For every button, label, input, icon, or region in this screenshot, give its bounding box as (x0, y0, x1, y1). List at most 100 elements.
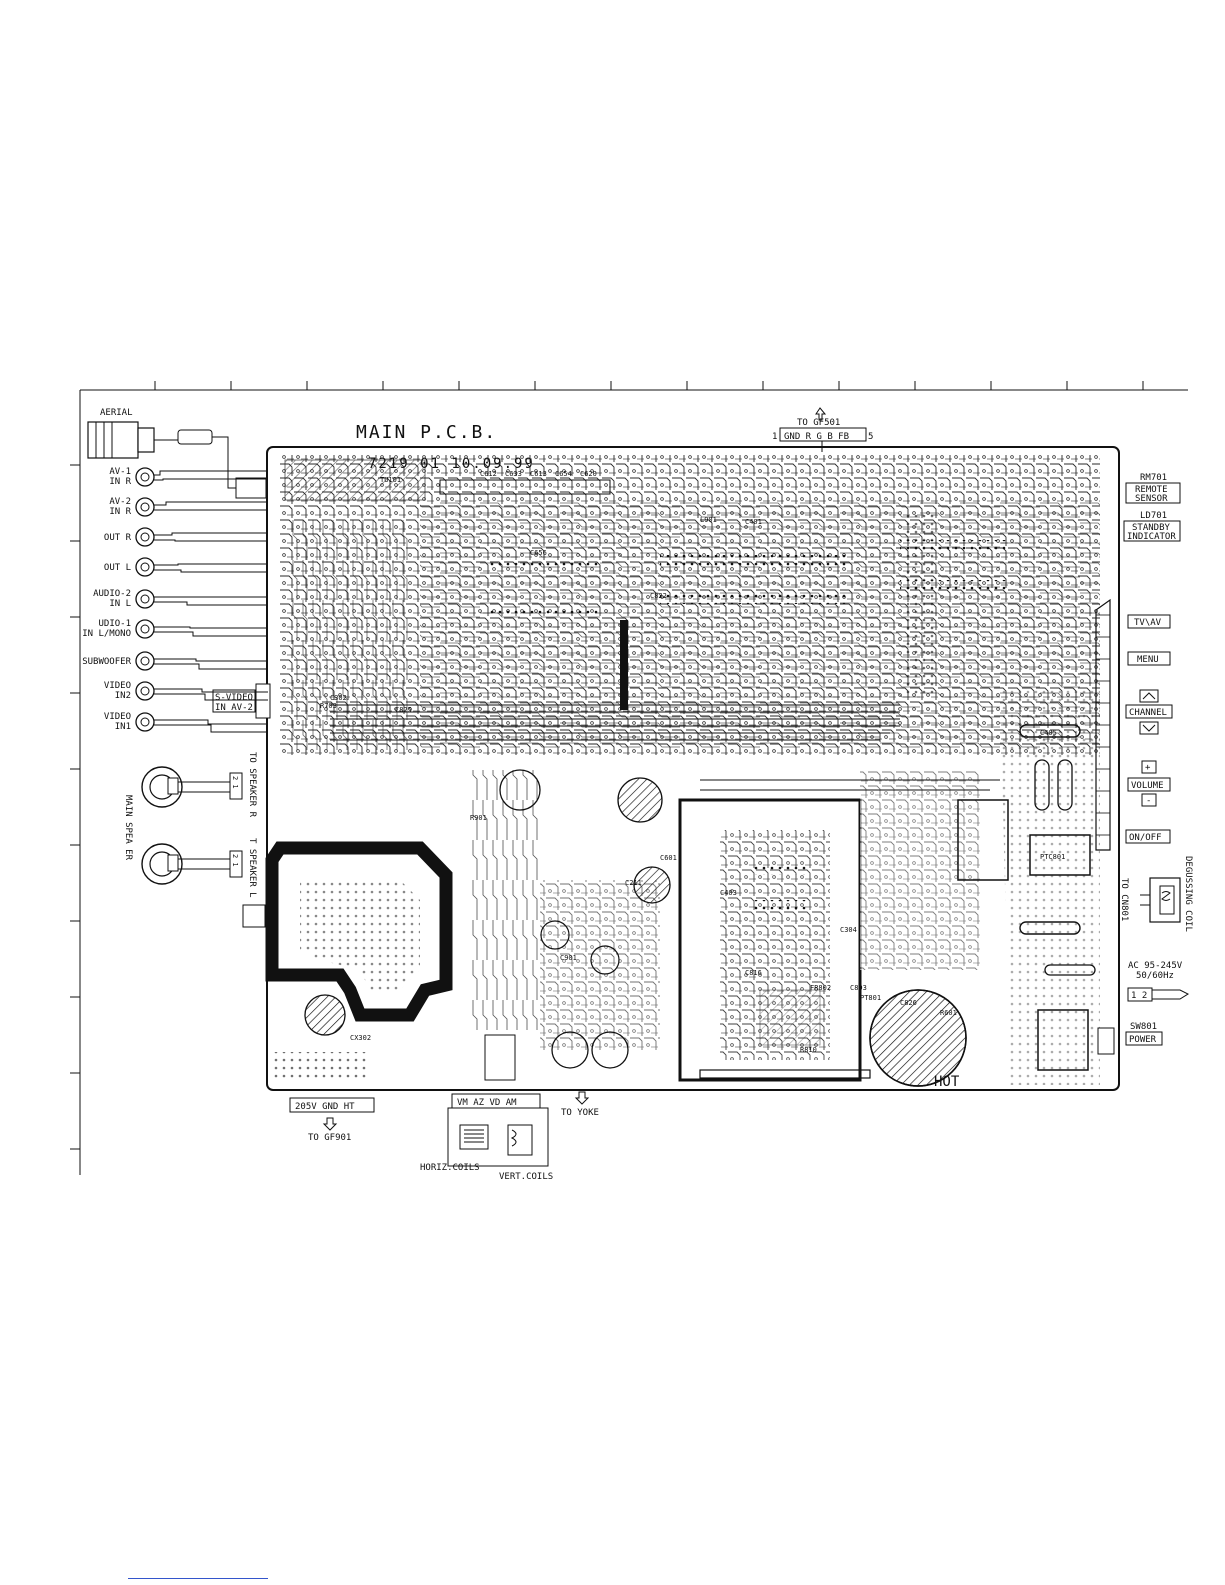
power-switch-label: POWER (1129, 1035, 1157, 1045)
sw801-label: SW801 (1130, 1022, 1157, 1032)
component-label: L901 (700, 516, 717, 524)
to-gf901-label: TO GF901 (308, 1133, 351, 1143)
main-speaker-label: MAIN SPEA ER (123, 795, 133, 861)
speaker-r-pins: 2 1 (231, 776, 239, 789)
speaker-l-label: T SPEAKER L (247, 838, 257, 898)
remote-label: REMOTE (1135, 485, 1168, 495)
component-label: C654 (555, 470, 572, 478)
component-label: R810 (800, 1046, 817, 1054)
speakers: MAIN SPEA ER TO SPEAKER R T SPEAKER L 2 … (123, 752, 266, 928)
component-label: PT801 (860, 994, 881, 1002)
ac-hz-label: 50/60Hz (1136, 971, 1174, 981)
power-block: AC 95-245V 50/60Hz 1 2 SW801 POWER (1097, 961, 1190, 1055)
component-label: C304 (840, 926, 857, 934)
board-code: 7219 01 10.09.99 (368, 456, 535, 472)
ld701-label: LD701 (1140, 511, 1167, 521)
component-label: C613 (530, 470, 547, 478)
rm701-label: RM701 (1140, 473, 1167, 483)
to-gf501-label: TO GF501 (797, 418, 840, 428)
jack-label-2: AV-2 (109, 497, 131, 507)
rca-jack-5: AUDIO-2IN L (93, 589, 155, 609)
component-label: C825 (395, 706, 412, 714)
ac-voltage-label: AC 95-245V (1128, 961, 1183, 971)
rca-jack-3: OUT R (104, 527, 155, 547)
jack-sub-label-8: IN2 (115, 691, 131, 701)
sensor-label: SENSOR (1135, 494, 1168, 504)
to-cn801-label: TO CN801 (1119, 878, 1129, 921)
jack-sub-label-2: IN R (109, 507, 131, 517)
component-label: C816 (745, 969, 762, 977)
channel-button-label: CHANNEL (1129, 708, 1167, 718)
tuner-label: TU101 (380, 476, 401, 484)
component-label: FR802 (810, 984, 831, 992)
jack-sub-label-5: IN L (109, 599, 131, 609)
remote-sensor-block: RM701 REMOTE SENSOR LD701 STANDBY INDICA… (1123, 473, 1181, 542)
bottom-connectors: 205V GND HT TO GF901 VM AZ VD AM HORIZ.C… (289, 1091, 599, 1182)
jack-label-9: VIDEO (104, 712, 131, 722)
svideo-line2: IN AV-2 (215, 703, 253, 713)
ac-pins: 1 2 (1131, 991, 1147, 1001)
jack-sub-label-1: IN R (109, 477, 131, 487)
speaker-l-pins: 2 1 (231, 854, 239, 867)
component-label: C826 (900, 999, 917, 1007)
component-label: R703 (320, 702, 337, 710)
to-yoke-label: TO YOKE (561, 1108, 599, 1118)
component-label: C211 (625, 879, 642, 887)
component-label: R901 (470, 814, 487, 822)
volume-minus-label: - (1146, 796, 1151, 806)
jack-sub-label-6: IN L/MONO (82, 629, 131, 639)
jack-label-6: UDIO-1 (98, 619, 131, 629)
volume-plus-label: + (1145, 763, 1151, 773)
svideo-connector: S-VIDEO IN AV-2 (212, 683, 271, 719)
yoke-pins: VM AZ VD AM (457, 1098, 517, 1108)
volume-button-label: VOLUME (1131, 781, 1164, 791)
speaker-r-label: TO SPEAKER R (247, 752, 257, 818)
gf901-pins: 205V GND HT (295, 1102, 355, 1112)
component-label: C656 (530, 549, 547, 557)
jack-label-8: VIDEO (104, 681, 131, 691)
onoff-button-label: ON/OFF (1129, 833, 1162, 843)
component-label: C403 (720, 889, 737, 897)
jack-label-4: OUT L (104, 563, 131, 573)
aerial-connector: AERIAL (87, 408, 267, 499)
footer-link-underline (128, 1578, 268, 1579)
rca-jack-7: SUBWOOFER (82, 651, 155, 671)
component-label: CX302 (350, 1034, 371, 1042)
jack-label-3: OUT R (104, 533, 132, 543)
svideo-line1: S-VIDEO (215, 693, 253, 703)
menu-button-label: MENU (1137, 655, 1159, 665)
component-label: C302 (330, 694, 347, 702)
rca-jack-4: OUT L (104, 557, 155, 577)
ptc801-label: PTC801 (1040, 853, 1065, 861)
rca-jack-1: AV-1IN R (109, 467, 155, 487)
indicator-label: INDICATOR (1127, 532, 1176, 542)
frame-ruler (70, 381, 1188, 1175)
component-label: C405 (1040, 729, 1057, 737)
horiz-coils-label: HORIZ.COILS (420, 1163, 480, 1173)
jack-sub-label-9: IN1 (115, 722, 131, 732)
degauss-block: DEGUSSING COIL TO CN801 PTC801 (1040, 853, 1193, 932)
vert-coils-label: VERT.COILS (499, 1172, 553, 1182)
component-label: C620 (580, 470, 597, 478)
rca-jack-2: AV-2IN R (109, 497, 155, 517)
component-label: C822 (650, 592, 667, 600)
tvav-button-label: TV\AV (1134, 618, 1162, 628)
standby-label: STANDBY (1132, 523, 1171, 533)
aerial-label: AERIAL (100, 408, 133, 418)
component-label: R601 (940, 1009, 957, 1017)
gf501-pin-right: 5 (868, 432, 873, 442)
degauss-label: DEGUSSING COIL (1183, 856, 1193, 932)
component-label: C803 (850, 984, 867, 992)
component-label: C901 (560, 954, 577, 962)
rca-jack-6: UDIO-1IN L/MONO (82, 619, 155, 639)
gf501-pins: GND R G B FB (784, 432, 849, 442)
top-connector-gf501: TO GF501 1 GND R G B FB 5 (772, 407, 873, 452)
jack-label-1: AV-1 (109, 467, 131, 477)
component-label: C633 (505, 470, 522, 478)
main-board (265, 446, 1120, 1091)
